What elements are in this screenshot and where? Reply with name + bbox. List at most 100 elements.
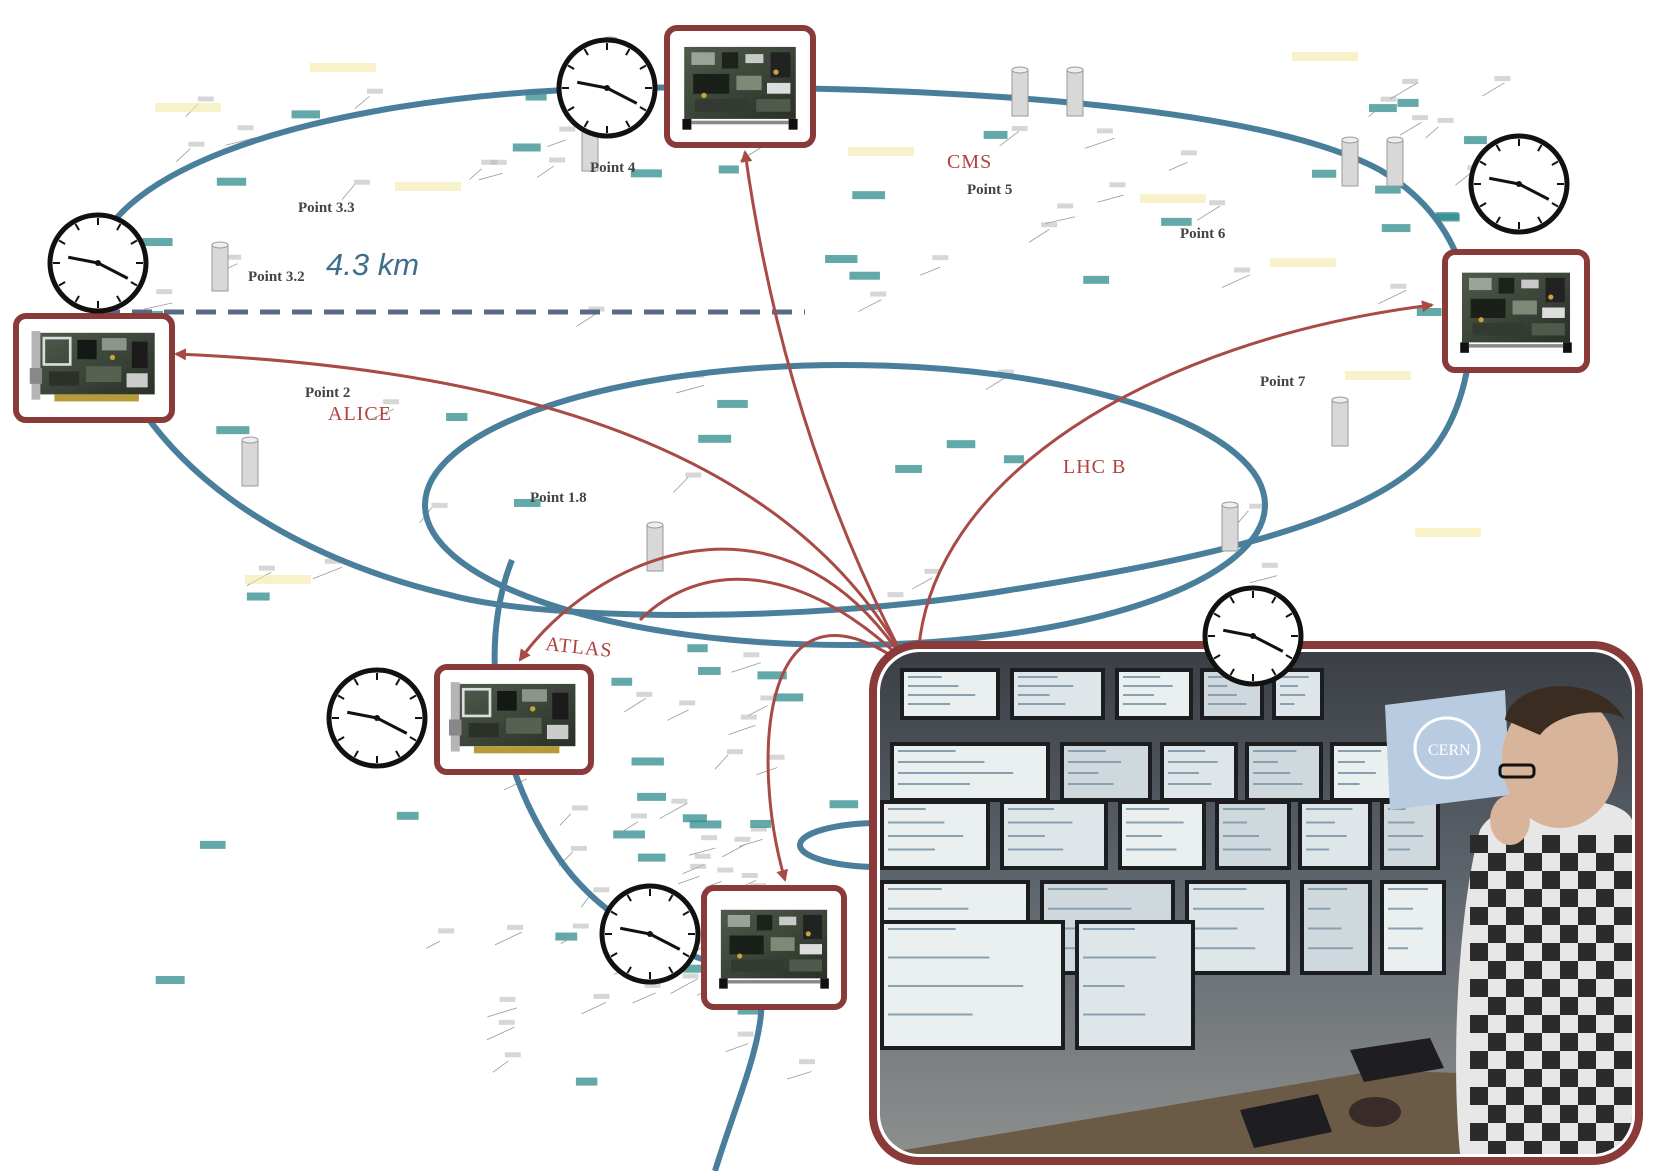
schematic-tag bbox=[426, 928, 455, 949]
clock-icon bbox=[326, 667, 428, 769]
schematic-tag bbox=[354, 88, 384, 109]
schematic-tag bbox=[1368, 96, 1397, 117]
sps-ring bbox=[422, 362, 1268, 648]
schematic-tag bbox=[547, 126, 576, 147]
shaft-cylinder bbox=[1341, 136, 1359, 187]
ycp-label-tag bbox=[1292, 52, 1358, 61]
clock-icon bbox=[599, 883, 701, 985]
cern-logo: CERN bbox=[1385, 690, 1510, 810]
schematic-tag bbox=[176, 141, 205, 163]
vme-board-icon bbox=[677, 41, 803, 132]
schematic-tag bbox=[611, 677, 633, 686]
clock-icon bbox=[1468, 133, 1570, 235]
control-room-photo: CERN bbox=[869, 641, 1643, 1165]
keyboard bbox=[1240, 1094, 1332, 1148]
schematic-tag bbox=[1083, 275, 1110, 284]
clocks bbox=[47, 37, 1570, 985]
schematic-tag bbox=[478, 159, 507, 181]
schematic-tag bbox=[555, 932, 578, 941]
schematic-tag bbox=[1397, 98, 1419, 107]
schematic-tag bbox=[748, 695, 777, 716]
schematic-tag bbox=[1482, 76, 1511, 97]
schematic-tag bbox=[1249, 562, 1278, 584]
monitor-screen bbox=[1000, 800, 1108, 870]
schematic-tag bbox=[698, 666, 721, 675]
monitor-screen bbox=[1075, 920, 1195, 1050]
board-right-point-6 bbox=[1442, 249, 1590, 373]
label-lhcb: LHC B bbox=[1063, 456, 1126, 478]
schematic-tag bbox=[1084, 128, 1115, 149]
schematic-tag bbox=[717, 399, 748, 408]
board-mid-left bbox=[434, 664, 594, 775]
schematic-tag bbox=[396, 811, 419, 820]
schematic-tag bbox=[144, 289, 173, 310]
schematic-tag bbox=[370, 399, 400, 420]
monitor-screen bbox=[1118, 800, 1206, 870]
schematic-tag bbox=[1464, 136, 1487, 145]
label-cms: CMS bbox=[947, 151, 992, 173]
monitor-screen bbox=[1115, 668, 1193, 720]
vme-board-icon bbox=[1455, 267, 1577, 355]
schematic-tag bbox=[687, 644, 708, 653]
schematic-tag bbox=[291, 110, 320, 119]
mouse bbox=[1349, 1097, 1401, 1127]
schematic-tag bbox=[705, 867, 734, 888]
monitor-screen bbox=[1215, 800, 1291, 870]
schematic-tag bbox=[682, 853, 711, 875]
label-point-6: Point 6 bbox=[1180, 226, 1226, 242]
schematic-tag bbox=[559, 805, 588, 826]
label-point-4: Point 4 bbox=[590, 160, 636, 176]
arrow-to-mid-card bbox=[518, 547, 907, 663]
schematic-tag bbox=[728, 714, 757, 735]
label-atlas: ATLAS bbox=[544, 633, 613, 662]
cern-logo-text: CERN bbox=[1428, 742, 1471, 759]
schematic-tag bbox=[1435, 212, 1459, 221]
schematic-tag bbox=[1368, 104, 1397, 113]
schematic-tag bbox=[216, 426, 250, 435]
schematic-tag bbox=[895, 464, 922, 473]
label-alice: ALICE bbox=[328, 403, 392, 425]
pcie-card-icon bbox=[26, 324, 162, 412]
label-point-3-3: Point 3.3 bbox=[298, 200, 355, 216]
schematic-tag bbox=[829, 800, 859, 809]
tunnel-schematic-background bbox=[140, 52, 1511, 1086]
schematic-tag bbox=[786, 1059, 816, 1080]
site-labels: Point 2 Point 3.2 Point 3.3 Point 4 Poin… bbox=[248, 151, 1306, 662]
schematic-tag bbox=[512, 143, 541, 152]
schematic-tag bbox=[983, 130, 1008, 139]
schematic-tag bbox=[946, 440, 976, 449]
schematic-tag bbox=[1312, 169, 1337, 178]
schematic-tag bbox=[1425, 117, 1454, 139]
schematic-tag bbox=[698, 434, 732, 443]
ycp-label-tag bbox=[1415, 528, 1481, 537]
ycp-label-tag bbox=[1270, 258, 1336, 267]
schematic-tag bbox=[1399, 115, 1429, 136]
shaft-cylinder bbox=[1386, 136, 1404, 187]
ycp-label-tag bbox=[1345, 371, 1411, 380]
schematic-tag bbox=[492, 1052, 521, 1073]
schematic-tag bbox=[659, 798, 688, 820]
arrow-to-left-card bbox=[174, 348, 907, 661]
label-point-2: Point 2 bbox=[305, 385, 350, 401]
pcie-card-icon bbox=[447, 675, 581, 764]
ycp-label-tag bbox=[395, 182, 461, 191]
schematic-tag bbox=[536, 157, 566, 178]
monitor-screen bbox=[1060, 742, 1152, 802]
checkered-shirt bbox=[1470, 835, 1632, 1154]
schematic-tag bbox=[1196, 200, 1226, 221]
distribution-arrows bbox=[174, 150, 1434, 882]
lhc-ring bbox=[88, 84, 1474, 618]
schematic-tag bbox=[632, 982, 661, 1004]
schematic-tag bbox=[1390, 78, 1419, 100]
schematic-tag bbox=[677, 863, 707, 885]
schematic-tag bbox=[666, 700, 696, 721]
ycp-label-tag bbox=[1140, 194, 1206, 203]
schematic-tag bbox=[738, 826, 767, 847]
arrow-to-right-board bbox=[916, 300, 1434, 661]
schematic-tag bbox=[560, 923, 589, 944]
schematic-tag bbox=[731, 652, 762, 673]
schematic-tag bbox=[446, 412, 468, 421]
board-left-point-2 bbox=[13, 313, 175, 423]
clock-icon bbox=[47, 212, 149, 314]
